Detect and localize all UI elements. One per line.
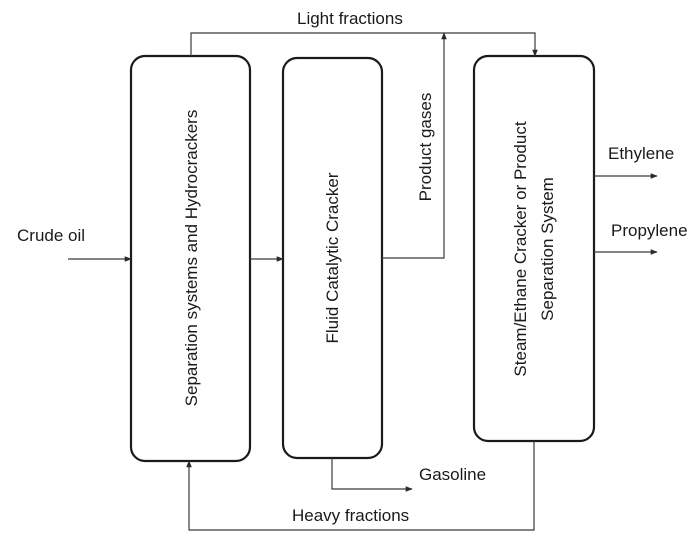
light-fractions-label: Light fractions [297,9,403,28]
ethylene-label: Ethylene [608,144,674,163]
steam-cracker-label-line1: Steam/Ethane Cracker or Product [511,121,530,376]
propylene-label: Propylene [611,221,688,240]
product-gases-line [382,32,447,259]
fcc-box-label: Fluid Catalytic Cracker [323,172,342,343]
gasoline-label: Gasoline [419,465,486,484]
crude-oil-label: Crude oil [17,226,85,245]
heavy-fractions-line [186,441,535,531]
heavy-fractions-label: Heavy fractions [292,506,409,525]
steam-cracker-box [472,54,596,443]
light-fractions-line [190,32,538,57]
separation-box-label: Separation systems and Hydrocrackers [182,110,201,407]
gasoline-line [331,458,413,492]
product-gases-label: Product gases [416,93,435,202]
steam-cracker-label-line2: Separation System [538,177,557,321]
